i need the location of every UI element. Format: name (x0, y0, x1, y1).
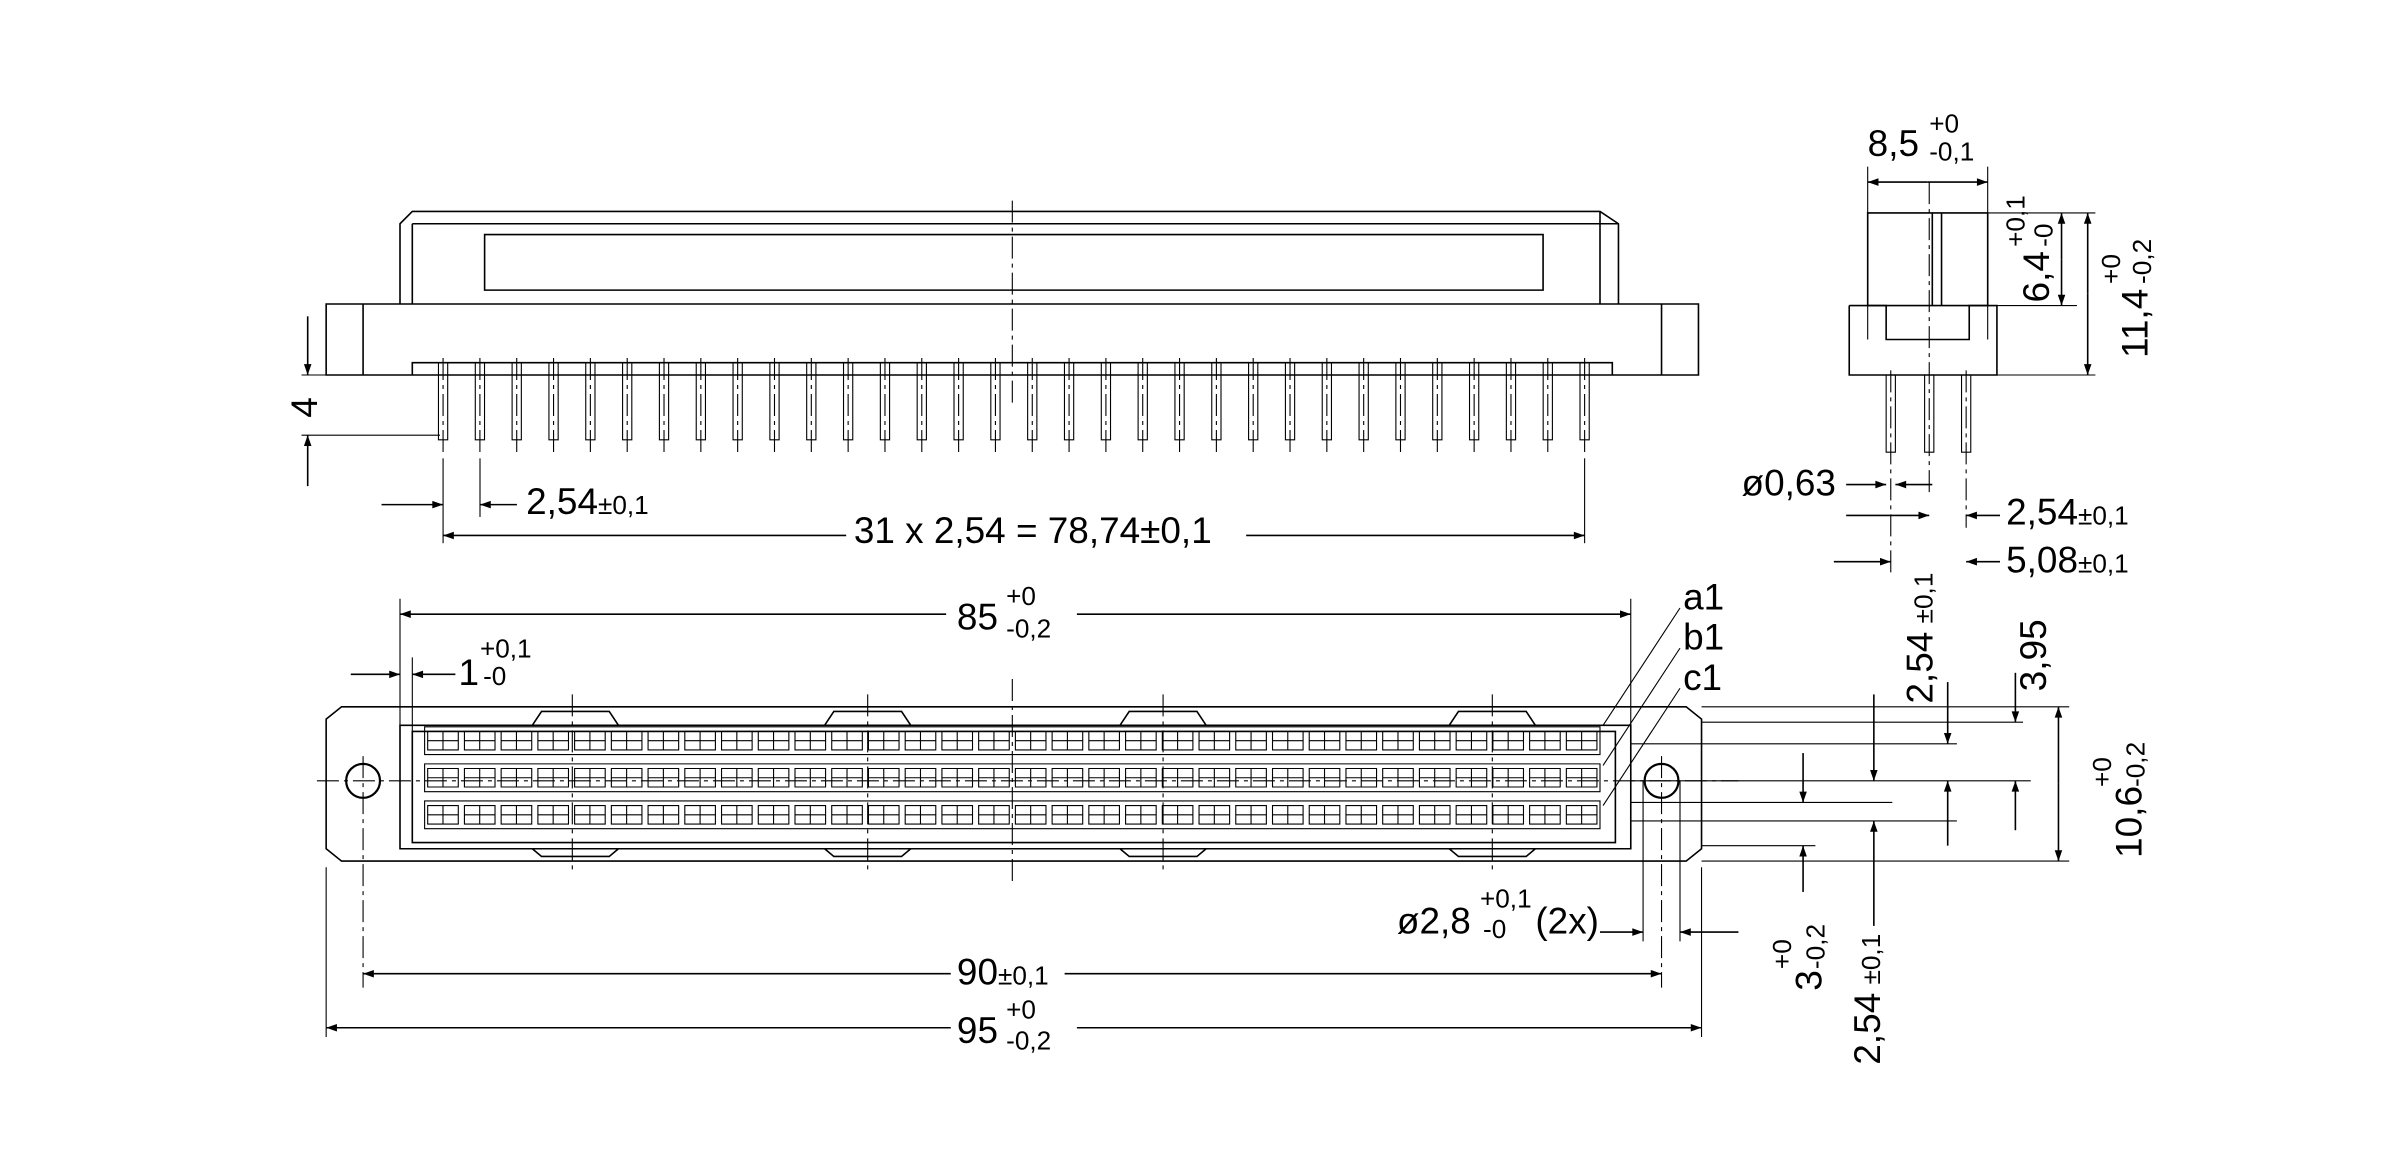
front-pitch-label: 2,54±0,1 (526, 481, 649, 522)
front-pitch-dim: 2,54 (526, 481, 598, 522)
top-view-latches (532, 711, 1535, 856)
side-double-pitch-label: 5,08±0,1 (2006, 539, 2129, 580)
side-pitch-dim: 2,54 (2006, 492, 2078, 533)
offset-395-dim: 3,95 (2013, 619, 2054, 691)
row-pitch-dim: 2,54 (1899, 632, 1940, 704)
offset-395-label: 3,95 (2013, 619, 2054, 691)
depth-label: 10,6 +0 -0,2 (2087, 742, 2151, 858)
flange-tol-lower: -0,2 (1801, 924, 1831, 969)
hole-dia: ø2,8 (1397, 901, 1471, 942)
front-span-tol: ±0,1 (1140, 510, 1212, 551)
side-upper-height-label: 6,4 +0,1 -0 (2001, 195, 2059, 302)
top-housing-dim: 85 (957, 597, 998, 638)
side-pitch-tol: ±0,1 (2078, 501, 2129, 531)
hole-spacing-dim: 90 (957, 951, 998, 992)
row-pitch-label: 2,54 ±0,1 (1899, 573, 1940, 704)
top-housing-tol-lower: -0,2 (1006, 613, 1051, 643)
side-pitch-label: 2,54±0,1 (2006, 492, 2129, 533)
row-pitch-label-2: 2,54 ±0,1 (1847, 934, 1888, 1065)
depth-tol-lower: -0,2 (2121, 742, 2151, 787)
row-label-b1: b1 (1683, 617, 1724, 658)
flange-label: 3 +0 -0,2 (1767, 924, 1831, 991)
top-offset-dim: 1 (458, 652, 479, 693)
side-view: 8,5 +0 -0,1 6,4 +0,1 -0 11,4 +0 -0,2 ø0,… (1742, 109, 2157, 581)
hole-tol-upper: +0,1 (1480, 883, 1532, 913)
front-span-dim: 31 x 2,54 = 78,74 (854, 510, 1140, 551)
side-view-pins (1886, 182, 1971, 574)
side-pin-diameter: ø0,63 (1742, 462, 1836, 503)
side-total-height-label: 11,4 +0 -0,2 (2096, 239, 2157, 358)
side-upper-height-tol-upper: +0,1 (2001, 195, 2031, 247)
side-double-pitch-dim: 5,08 (2006, 539, 2078, 580)
row-pitch-tol: ±0,1 (1908, 573, 1938, 624)
depth-dim: 10,6 (2109, 786, 2150, 858)
top-housing-tol-upper: +0 (1006, 581, 1036, 611)
row-pitch-tol-2: ±0,1 (1856, 934, 1886, 985)
top-total-length-tol-lower: -0,2 (1006, 1025, 1051, 1055)
hole-spacing-label: 90±0,1 (957, 951, 1049, 992)
row-pitch-dim-2: 2,54 (1847, 993, 1888, 1065)
side-double-pitch-tol: ±0,1 (2078, 548, 2129, 578)
top-view: 85 +0 -0,2 1 +0,1 -0 a1 b1 c1 ø2,8 +0,1 … (317, 573, 2151, 1065)
front-view-housing (326, 201, 1698, 405)
front-span-label: 31 x 2,54 = 78,74±0,1 (854, 510, 1212, 551)
front-height-dim: 4 (284, 397, 325, 418)
side-width-label: 8,5 (1868, 123, 1919, 164)
flange-dim: 3 (1789, 970, 1830, 991)
side-total-height-dim: 11,4 (2115, 289, 2156, 358)
top-total-length-tol-upper: +0 (1006, 994, 1036, 1024)
row-label-a1: a1 (1683, 576, 1724, 617)
depth-tol-upper: +0 (2087, 757, 2117, 787)
top-offset-tol-upper: +0,1 (480, 633, 532, 663)
hole-spacing-tol: ±0,1 (998, 961, 1049, 991)
row-label-c1: c1 (1683, 657, 1722, 698)
side-upper-height-dim: 6,4 (2016, 251, 2057, 302)
hole-tol-lower: -0 (1483, 914, 1506, 944)
top-total-length-dim: 95 (957, 1010, 998, 1051)
front-pitch-tol: ±0,1 (598, 490, 649, 520)
side-width-tol-lower: -0,1 (1929, 136, 1974, 166)
flange-tol-upper: +0 (1767, 939, 1797, 969)
side-total-height-tol-lower: -0,2 (2127, 239, 2157, 284)
hole-count: (2x) (1535, 901, 1599, 942)
side-upper-height-tol-lower: -0 (2028, 224, 2058, 247)
front-view: 4 2,54±0,1 31 x 2,54 = 78,74±0,1 (284, 201, 1698, 551)
front-view-pins (438, 358, 1589, 457)
side-total-height-tol-upper: +0 (2096, 254, 2126, 284)
top-offset-tol-lower: -0 (483, 661, 506, 691)
side-width-tol-upper: +0 (1929, 109, 1959, 139)
side-width-dim: 8,5 (1868, 123, 1919, 164)
